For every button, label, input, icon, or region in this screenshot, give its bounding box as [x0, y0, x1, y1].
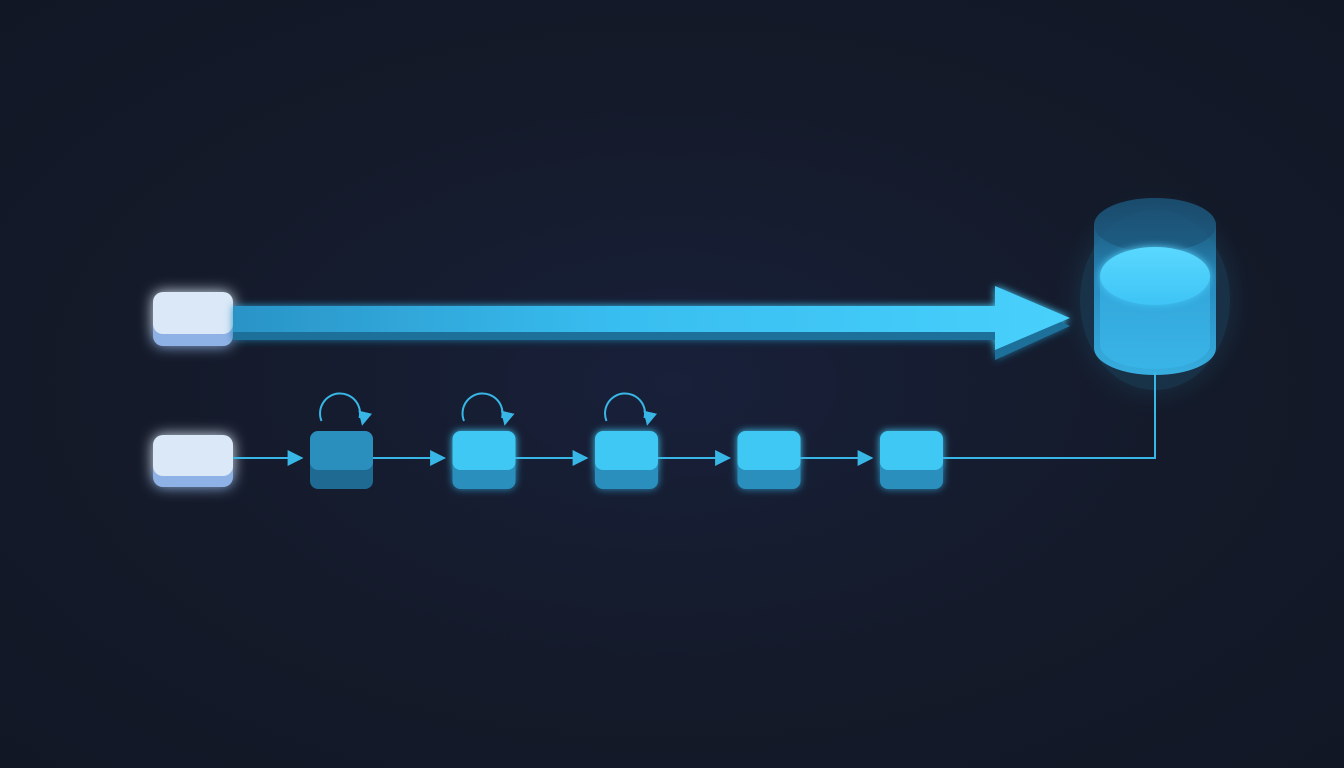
stepwise-source-block-icon: [153, 435, 233, 487]
step-4-block-icon: [737, 431, 801, 489]
retry-loop-icon: [319, 392, 372, 426]
direct-source-block-icon: [153, 292, 233, 346]
step-block-face: [595, 431, 658, 470]
step-block-face: [880, 431, 943, 470]
stepwise-path: [153, 372, 1156, 489]
retry-loop-icon: [461, 392, 515, 426]
retry-loop-icon: [604, 392, 657, 426]
database-cylinder-icon: [1080, 198, 1230, 390]
step-block-face: [737, 431, 801, 470]
step-3-block-with-loop-icon: [595, 431, 658, 489]
step-2-block-with-loop-icon: [452, 431, 516, 489]
elbow-connector-icon: [943, 372, 1156, 459]
direct-path: [153, 198, 1230, 390]
step-block-face: [452, 431, 516, 470]
step-5-block-icon: [880, 431, 943, 489]
step-1-block-with-loop-icon: [310, 431, 373, 489]
step-blocks: [233, 392, 943, 489]
step-block-face: [310, 431, 373, 470]
wide-arrow-icon: [233, 286, 1070, 360]
